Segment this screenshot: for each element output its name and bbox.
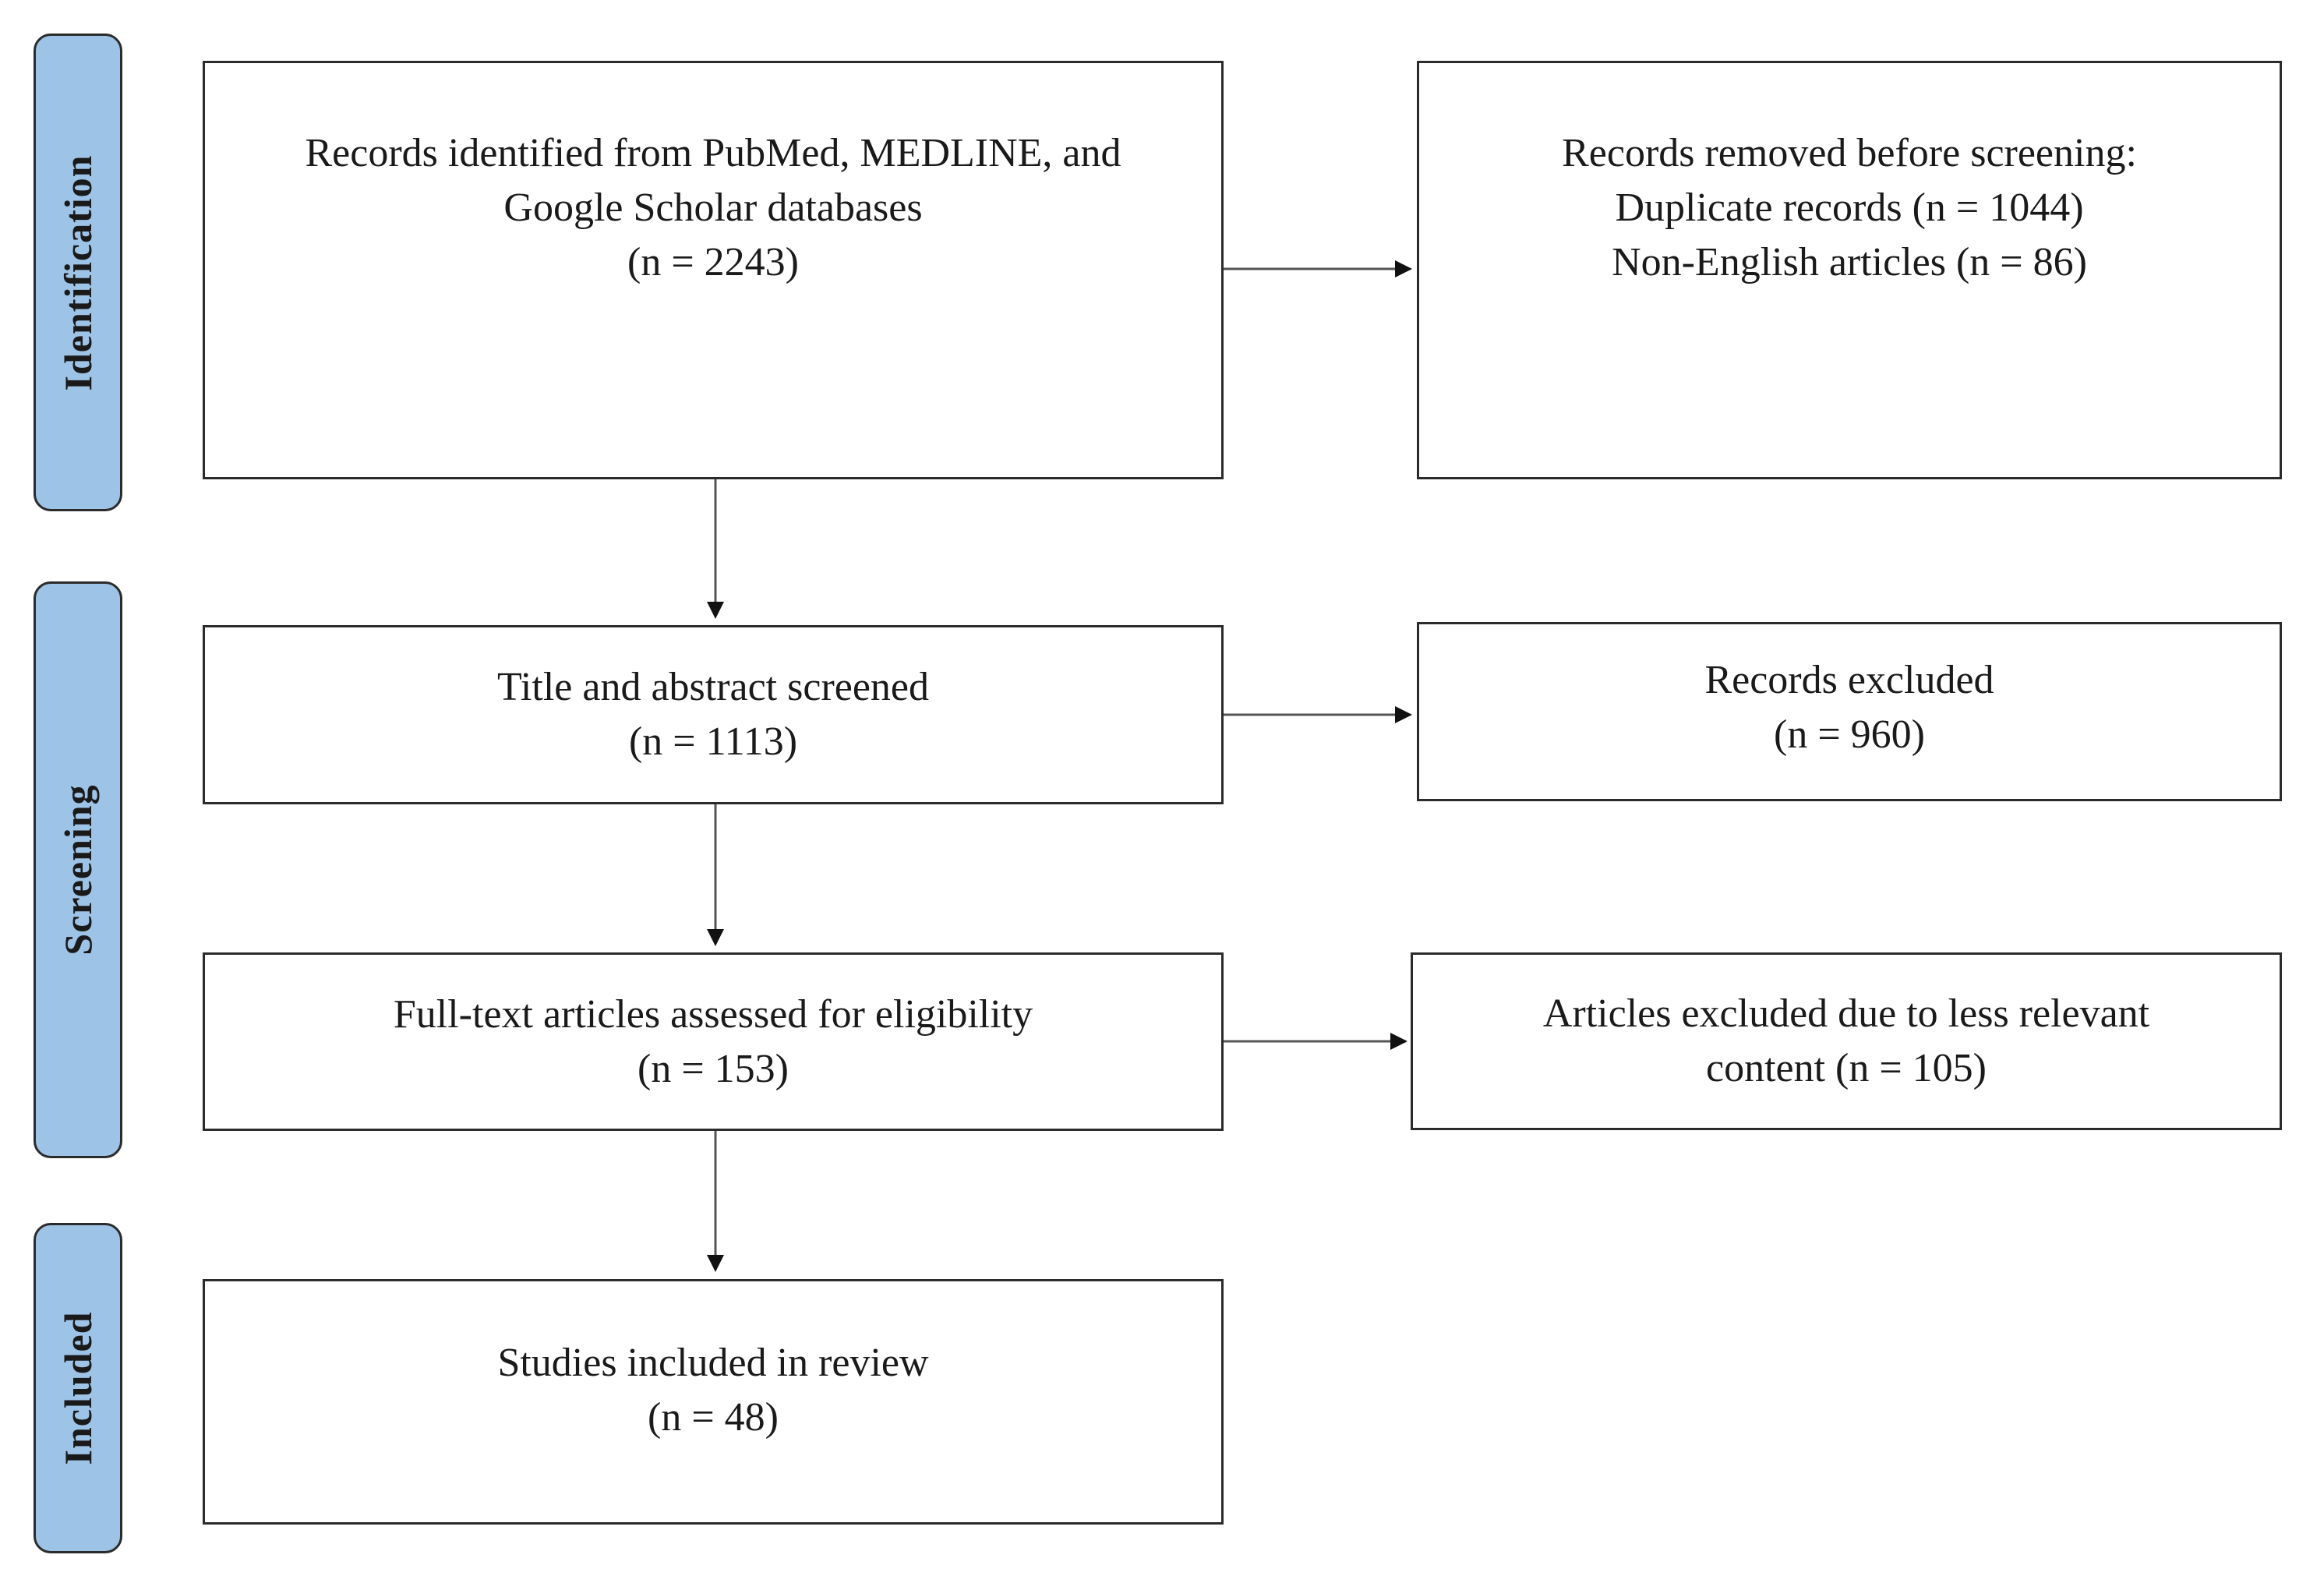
arrowhead-identified-to-removed bbox=[1395, 260, 1412, 277]
box-records-identified-line-1: Records identified from PubMed, MEDLINE,… bbox=[305, 130, 1121, 175]
box-studies-included-line-2: (n = 48) bbox=[648, 1394, 779, 1440]
box-articles-excluded-line-2: content (n = 105) bbox=[1705, 1046, 1987, 1090]
phase-screening: Screening bbox=[34, 581, 122, 1158]
box-fulltext-assessed-line-2: (n = 153) bbox=[638, 1046, 789, 1091]
box-title-abstract-screened-line-1: Title and abstract screened bbox=[497, 665, 929, 709]
box-records-removed-line-1: Records removed before screening: bbox=[1562, 130, 2137, 175]
box-fulltext-assessed: Full-text articles assessed for eligibil… bbox=[203, 952, 1224, 1131]
box-records-identified: Records identified from PubMed, MEDLINE,… bbox=[203, 61, 1224, 479]
box-records-identified-line-2: Google Scholar databases bbox=[503, 185, 923, 230]
box-records-excluded-line-1: Records excluded bbox=[1704, 658, 1994, 702]
box-articles-excluded-line-1: Articles excluded due to less relevant bbox=[1542, 991, 2150, 1036]
box-studies-included-line-1: Studies included in review bbox=[497, 1340, 929, 1385]
box-records-removed: Records removed before screening: Duplic… bbox=[1417, 61, 2282, 479]
box-title-abstract-screened-line-2: (n = 1113) bbox=[628, 719, 798, 764]
box-title-abstract-screened: Title and abstract screened (n = 1113) bbox=[203, 625, 1224, 804]
phase-included: Included bbox=[34, 1223, 122, 1553]
arrowhead-screened-to-fulltext bbox=[707, 929, 724, 946]
arrowhead-screened-to-excluded bbox=[1395, 706, 1412, 723]
arrowhead-fulltext-to-included bbox=[707, 1255, 724, 1272]
box-records-removed-line-2: Duplicate records (n = 1044) bbox=[1615, 185, 2084, 230]
box-studies-included: Studies included in review (n = 48) bbox=[203, 1279, 1224, 1525]
box-records-identified-line-3: (n = 2243) bbox=[627, 239, 799, 284]
box-fulltext-assessed-line-1: Full-text articles assessed for eligibil… bbox=[393, 991, 1033, 1037]
arrowhead-identified-to-screened bbox=[707, 602, 724, 619]
box-records-excluded: Records excluded (n = 960) bbox=[1417, 622, 2282, 801]
box-records-excluded-line-2: (n = 960) bbox=[1774, 712, 1925, 757]
box-records-removed-line-3: Non-English articles (n = 86) bbox=[1612, 239, 2087, 284]
box-articles-excluded: Articles excluded due to less relevant c… bbox=[1411, 952, 2282, 1130]
phase-identification: Identification bbox=[34, 34, 122, 511]
arrowhead-fulltext-to-articles-excluded bbox=[1390, 1033, 1407, 1050]
